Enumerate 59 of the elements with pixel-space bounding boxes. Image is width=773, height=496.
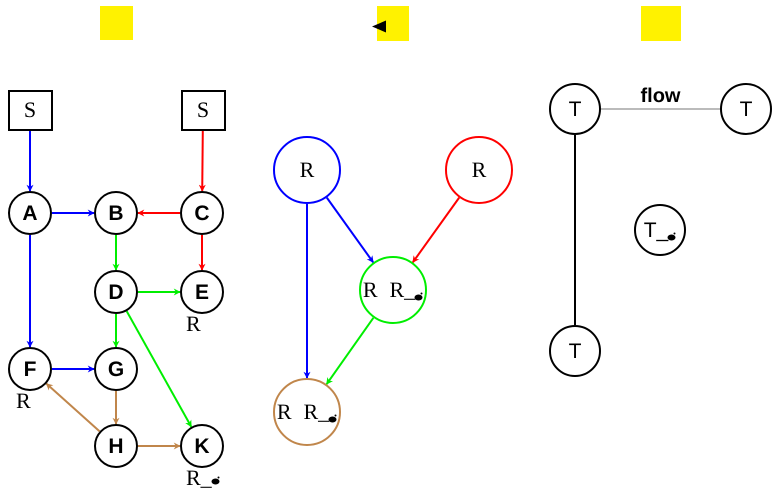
arrow [326, 197, 374, 263]
node-label: A [22, 202, 38, 224]
arrow [198, 130, 206, 192]
process-box [180, 90, 226, 130]
node-circle [549, 325, 601, 377]
arrow [138, 442, 181, 450]
arrow [198, 235, 206, 271]
node-caption: R_ [186, 467, 220, 489]
node-label: S [24, 99, 36, 121]
arrow [304, 204, 310, 379]
arrow [46, 382, 100, 432]
node-label: R [300, 159, 314, 181]
node-label: H [108, 436, 124, 456]
node-label: F [24, 358, 36, 380]
node-label: T [568, 340, 582, 362]
node-circle [180, 424, 224, 468]
node-circle [94, 424, 138, 468]
node-label: B [108, 202, 124, 224]
node-circle [94, 347, 138, 391]
arrow [112, 235, 120, 271]
node-circle [549, 83, 601, 135]
node-label: G [108, 358, 124, 380]
node-label: T [568, 98, 582, 120]
node-circle [720, 83, 772, 135]
node-label: D [108, 282, 124, 302]
node-label: C [194, 202, 210, 224]
node-label: K [194, 436, 210, 456]
node-circle [8, 347, 52, 391]
node-circle [8, 191, 52, 235]
node-label: T_ [644, 220, 676, 240]
arrow [126, 310, 192, 428]
node-circle [180, 191, 224, 235]
node-circle [634, 204, 686, 256]
arrow [412, 197, 460, 263]
node-caption: R [186, 313, 201, 335]
arrow [112, 314, 120, 348]
arrow [112, 391, 120, 425]
node-caption: R [16, 390, 31, 412]
connector-line [601, 108, 720, 110]
node-label: R_ [390, 279, 424, 301]
node-circle [94, 191, 138, 235]
node-label: R [362, 279, 378, 301]
node-circle [180, 270, 224, 314]
node-label: R [472, 159, 486, 181]
arrow [52, 366, 95, 372]
node-label: E [194, 282, 209, 302]
arrow [138, 288, 181, 296]
node-label: T [740, 98, 752, 120]
arrow [52, 210, 95, 216]
arrow [326, 317, 374, 385]
node-label: S [196, 99, 210, 121]
arrow [26, 130, 34, 192]
node-label: R [276, 401, 292, 423]
process-box [8, 90, 52, 130]
node-circle [94, 270, 138, 314]
arrow [26, 235, 34, 348]
arrow [137, 210, 180, 216]
connector-line [574, 135, 576, 325]
node-label: R_ [304, 401, 338, 423]
